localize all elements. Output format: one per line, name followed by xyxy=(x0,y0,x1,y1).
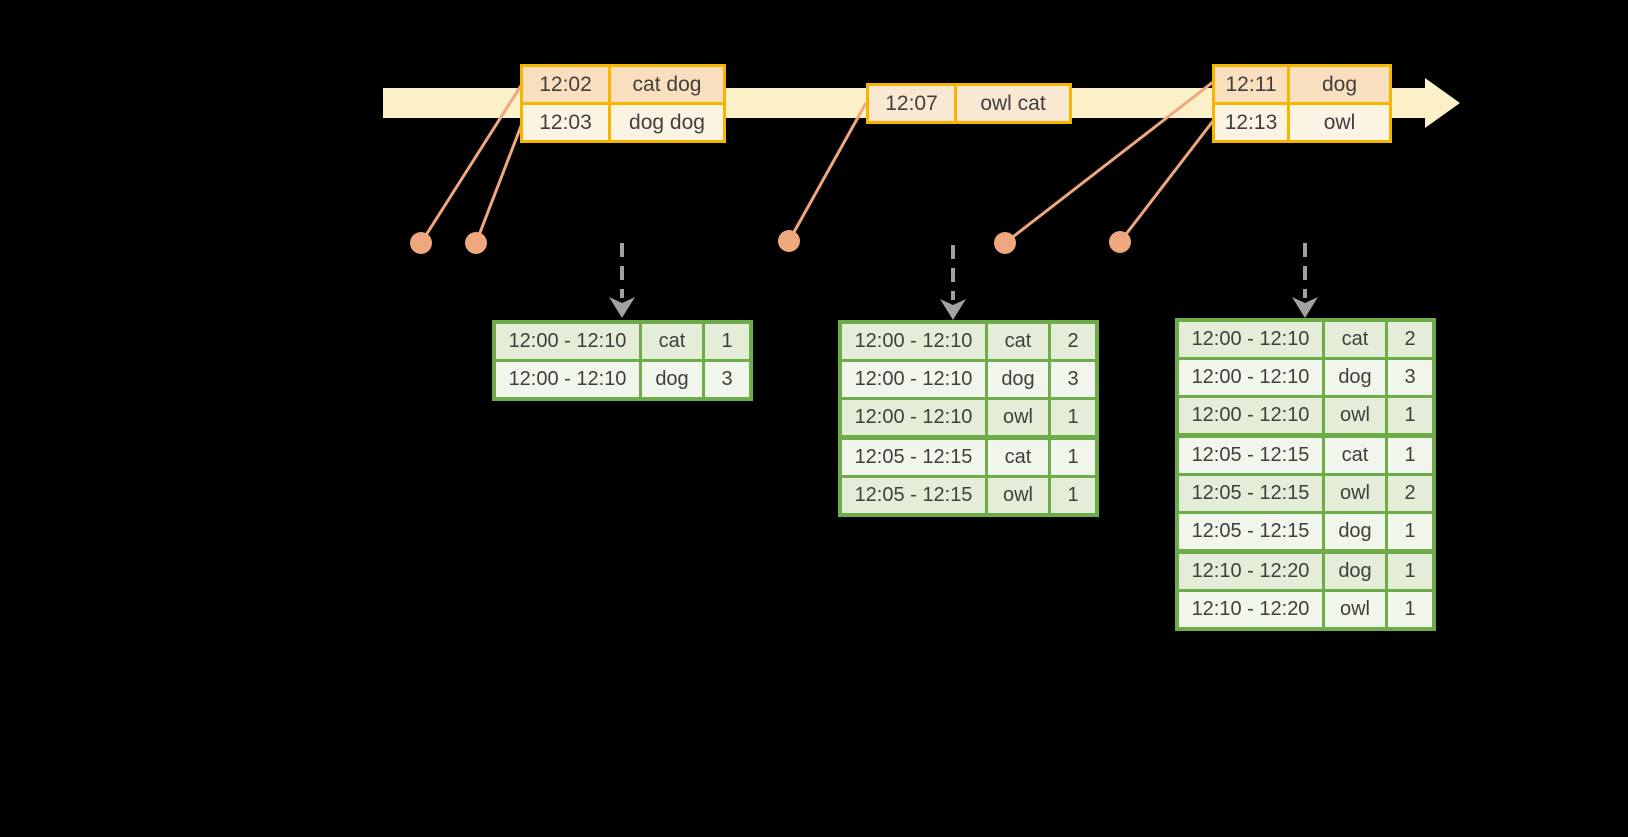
timeline-arrow-head xyxy=(1425,78,1460,128)
window-cell: 12:00 - 12:10 xyxy=(1179,360,1322,395)
event-dots xyxy=(410,230,1131,254)
count-cell: 1 xyxy=(1388,438,1432,473)
word-cell: cat xyxy=(1325,438,1385,473)
connector-line xyxy=(474,120,525,244)
event-words-cell: cat dog xyxy=(611,67,723,102)
word-cell: cat xyxy=(642,324,702,359)
count-cell: 3 xyxy=(705,362,749,397)
word-cell: owl xyxy=(988,478,1048,513)
window-cell: 12:10 - 12:20 xyxy=(1179,592,1322,627)
event-dot xyxy=(465,232,487,254)
word-cell: cat xyxy=(1325,322,1385,357)
event-words-cell: dog dog xyxy=(611,105,723,140)
trigger-arrow-head xyxy=(1292,297,1318,318)
window-cell: 12:00 - 12:10 xyxy=(1179,398,1322,433)
trigger-arrow-head xyxy=(940,299,966,320)
window-cell: 12:00 - 12:10 xyxy=(842,400,985,435)
window-cell: 12:00 - 12:10 xyxy=(842,324,985,359)
count-cell: 1 xyxy=(1388,398,1432,433)
count-cell: 1 xyxy=(1388,514,1432,549)
count-cell: 1 xyxy=(1051,478,1095,513)
trigger-arrow-head xyxy=(609,297,635,318)
word-cell: cat xyxy=(988,324,1048,359)
event-words-cell: owl cat xyxy=(957,86,1069,121)
connector-line xyxy=(1118,120,1215,243)
event-time-cell: 12:03 xyxy=(523,105,608,140)
window-cell: 12:10 - 12:20 xyxy=(1179,554,1322,589)
trigger-arrows xyxy=(609,243,1318,320)
count-cell: 3 xyxy=(1051,362,1095,397)
count-cell: 1 xyxy=(705,324,749,359)
event-dot xyxy=(994,232,1016,254)
count-cell: 2 xyxy=(1388,322,1432,357)
window-cell: 12:05 - 12:15 xyxy=(1179,476,1322,511)
connector-lines xyxy=(419,80,1215,245)
event-time-cell: 12:13 xyxy=(1215,105,1287,140)
event-words-cell: owl xyxy=(1290,105,1389,140)
event-dot xyxy=(1109,231,1131,253)
window-cell: 12:05 - 12:15 xyxy=(1179,438,1322,473)
connector-line xyxy=(787,102,868,242)
count-cell: 2 xyxy=(1388,476,1432,511)
window-cell: 12:00 - 12:10 xyxy=(496,362,639,397)
word-cell: owl xyxy=(1325,592,1385,627)
event-time-cell: 12:02 xyxy=(523,67,608,102)
word-cell: dog xyxy=(1325,360,1385,395)
word-cell: owl xyxy=(1325,476,1385,511)
event-words-cell: dog xyxy=(1290,67,1389,102)
word-cell: dog xyxy=(1325,514,1385,549)
event-time-cell: 12:07 xyxy=(869,86,954,121)
word-cell: dog xyxy=(988,362,1048,397)
window-cell: 12:00 - 12:10 xyxy=(1179,322,1322,357)
window-cell: 12:05 - 12:15 xyxy=(842,478,985,513)
count-cell: 3 xyxy=(1388,360,1432,395)
word-cell: dog xyxy=(642,362,702,397)
window-cell: 12:00 - 12:10 xyxy=(496,324,639,359)
connector-line xyxy=(419,83,524,244)
word-cell: owl xyxy=(1325,398,1385,433)
event-dot xyxy=(410,232,432,254)
window-cell: 12:00 - 12:10 xyxy=(842,362,985,397)
connector-line xyxy=(1004,80,1214,245)
window-cell: 12:05 - 12:15 xyxy=(842,440,985,475)
count-cell: 1 xyxy=(1051,400,1095,435)
count-cell: 2 xyxy=(1051,324,1095,359)
word-cell: dog xyxy=(1325,554,1385,589)
count-cell: 1 xyxy=(1388,554,1432,589)
word-cell: owl xyxy=(988,400,1048,435)
count-cell: 1 xyxy=(1051,440,1095,475)
count-cell: 1 xyxy=(1388,592,1432,627)
event-dot xyxy=(778,230,800,252)
window-cell: 12:05 - 12:15 xyxy=(1179,514,1322,549)
word-cell: cat xyxy=(988,440,1048,475)
event-time-cell: 12:11 xyxy=(1215,67,1287,102)
